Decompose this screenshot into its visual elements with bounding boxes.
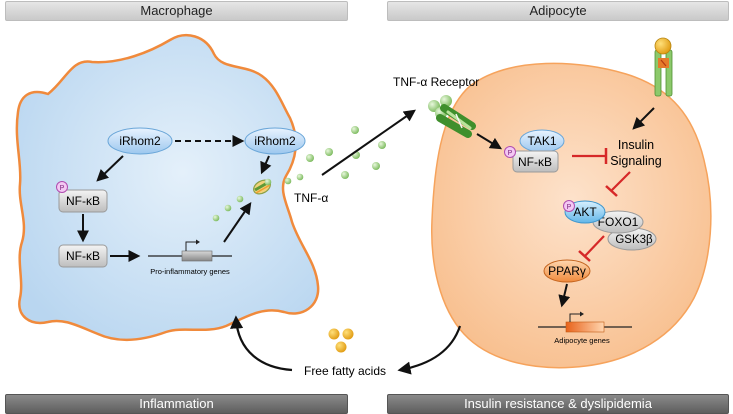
pro-inflammatory-gene [148,239,232,262]
phospho-badge-akt-label: P [567,204,572,211]
irhom2-to-nfkb-arrow [96,155,124,182]
irhom2-left-label: iRhom2 [119,134,161,148]
insulin-receptor-arrow [632,107,655,130]
ppar-to-gene-arrow [558,283,571,308]
tnf-vesicles-extracellular [306,126,386,179]
free-fatty-acid-droplets [328,328,354,353]
adipocyte-header: Adipocyte [387,1,729,21]
phospho-badge-adipocyte-nfkb-label: P [508,150,513,157]
phospho-badge-macrophage-label: P [60,185,65,192]
tnf-receptor-label: TNF-α Receptor [393,75,479,89]
foxo1-inhibits-ppar [578,235,605,262]
tnf-vesicles-inner [212,173,304,222]
akt-label: AKT [573,205,597,219]
nfkb-phospho-box [58,189,108,213]
tnf-to-receptor-arrow [321,109,416,176]
nfkb-label: NF-κB [66,249,100,263]
phospho-badge-akt [563,200,575,212]
nfkb-phospho-label: NF-κB [66,194,100,208]
tnf-receptor-icon [428,95,476,138]
nfkb-inhibits-insulin-signaling [572,148,608,164]
free-fatty-acids-label: Free fatty acids [304,364,386,378]
pro-inflammatory-genes-label: Pro-inflammatory genes [150,267,230,276]
insulin-signaling-label-line1: Insulin [618,138,654,152]
insulin-signaling-inhibits-akt [605,171,631,197]
tak1-label: TAK1 [527,134,556,148]
foxo1-label: FOXO1 [598,215,639,229]
ffa-to-macrophage-arrow [230,315,293,372]
receptor-to-tak1-arrow [476,133,503,150]
tnf-alpha-label: TNF-α [294,191,328,205]
adipocyte-genes-label: Adipocyte genes [554,336,610,345]
gene-to-tnf-arrow [223,202,252,243]
ppar-gamma-oval [543,259,591,283]
adipocyte-to-ffa-arrow [397,325,462,375]
phospho-badge-adipocyte-nfkb [504,146,516,158]
irhom2-right-oval [244,127,306,155]
inflammation-footer: Inflammation [5,394,348,414]
adipocyte-gene [538,311,632,333]
macrophage-header: Macrophage [5,1,348,21]
irhom2-right-label: iRhom2 [254,134,296,148]
irhom2-to-sheddase-arrow [260,155,272,175]
phospho-badge-macrophage [56,181,68,193]
gsk3b-label: GSK3β [615,234,653,246]
nfkb-box [58,244,108,268]
insulin-signaling-label-line2: Signaling [610,154,661,168]
ppar-gamma-label: PPARγ [548,264,586,278]
nfkb-adipocyte-label: NF-κB [518,155,552,169]
akt-oval [564,200,606,224]
insulin-receptor-icon [654,37,673,97]
nfkb-adipocyte-box [512,150,559,173]
irhom2-left-oval [107,127,173,155]
